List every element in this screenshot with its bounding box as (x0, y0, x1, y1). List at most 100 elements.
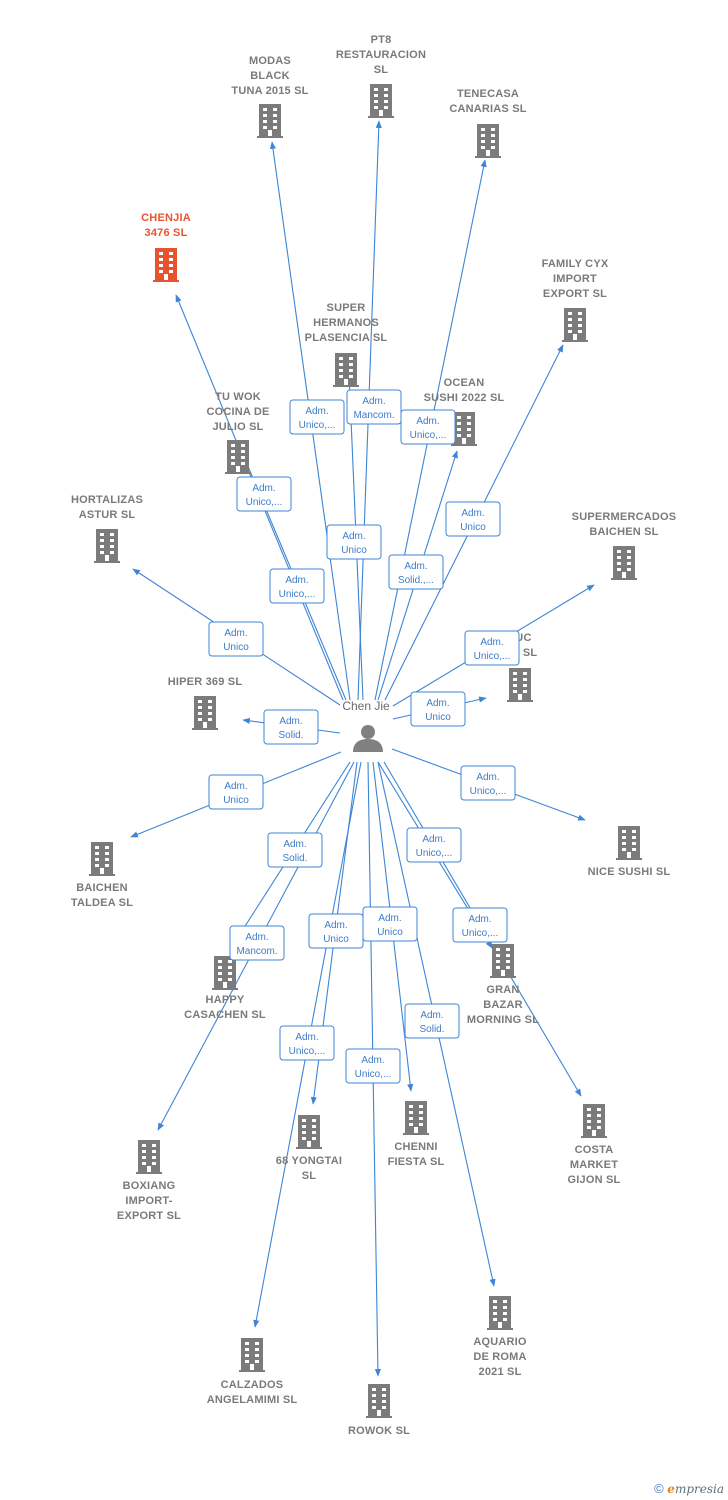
company-label-line: CANARIAS SL (449, 103, 526, 115)
role-text: Adm. (422, 834, 445, 845)
company-label-line: CALZADOS (221, 1379, 284, 1391)
building-icon (333, 353, 359, 387)
role-badge-calzados[interactable]: Adm.Unico,... (279, 1025, 335, 1061)
role-badge-aquario[interactable]: Adm.Solid. (404, 1003, 460, 1039)
role-badge-super[interactable]: Adm.Unico (326, 524, 382, 560)
role-badge-tuwok[interactable]: Adm.Unico,... (269, 568, 325, 604)
company-node-hiper[interactable]: HIPER 369 SL (168, 676, 243, 730)
role-text: Adm. (285, 575, 308, 586)
center-person-name: Chen Jie (342, 699, 390, 713)
building-icon (611, 546, 637, 580)
role-text: Solid. (278, 730, 303, 741)
company-label-line: IMPORT (553, 273, 597, 285)
building-icon (257, 104, 283, 138)
company-label-line: MORNING SL (467, 1014, 539, 1026)
company-label-line: COCINA DE (206, 406, 269, 418)
role-text: Unico,... (474, 651, 511, 662)
role-text: Adm. (378, 913, 401, 924)
role-badge-ocean[interactable]: Adm.Solid.,... (388, 554, 444, 590)
building-icon (616, 826, 642, 860)
person-icon (353, 725, 383, 752)
building-icon (225, 440, 251, 474)
role-text: Solid. (282, 853, 307, 864)
company-label-line: SL (302, 1170, 317, 1182)
role-badge-chenni[interactable]: Adm.Unico (362, 906, 418, 942)
role-badge-yongtai[interactable]: Adm.Unico (308, 913, 364, 949)
footer-brand: © empresia (654, 1481, 724, 1496)
company-label-line: PLASENCIA SL (305, 332, 388, 344)
role-text: Unico,... (462, 928, 499, 939)
role-badge-happy[interactable]: Adm.Mancom. (229, 925, 285, 961)
role-badge-pt8[interactable]: Adm.Mancom. (346, 389, 402, 425)
role-badge-chenjia[interactable]: Adm.Unico,... (236, 476, 292, 512)
role-badge-hortalizas[interactable]: Adm.Unico (208, 621, 264, 657)
role-badge-supermercados[interactable]: Adm.Unico,... (464, 630, 520, 666)
role-text: Unico (323, 934, 349, 945)
building-icon (366, 1384, 392, 1418)
role-text: Solid.,... (398, 575, 434, 586)
building-icon (94, 529, 120, 563)
company-label-line: SUSHI 2022 SL (424, 392, 505, 404)
role-badge-luc[interactable]: Adm.Unico (410, 691, 466, 727)
company-node-rowok[interactable]: ROWOK SL (348, 1384, 410, 1437)
company-label-line: COSTA (575, 1144, 614, 1156)
company-label-line: BAICHEN SL (589, 526, 658, 538)
company-label-line: GIJON SL (568, 1174, 621, 1186)
building-icon (368, 84, 394, 118)
company-label-line: CHENNI (394, 1141, 437, 1153)
role-badge-costa[interactable]: Adm. Unico,... (406, 827, 462, 863)
role-badge-family[interactable]: Adm.Unico (445, 501, 501, 537)
role-text: Adm. (224, 628, 247, 639)
role-text: Adm. (476, 772, 499, 783)
role-badge-tenecasa[interactable]: Adm.Unico,... (400, 409, 456, 445)
company-label-line: SL (374, 64, 389, 76)
building-icon (403, 1101, 429, 1135)
role-text: Adm. (361, 1055, 384, 1066)
role-text: Unico,... (410, 430, 447, 441)
role-text: Adm. (252, 483, 275, 494)
role-badge-hiper[interactable]: Adm.Solid. (263, 709, 319, 745)
company-label-line: BAICHEN (76, 882, 128, 894)
company-node-baichen[interactable]: BAICHEN TALDEA SL (71, 842, 133, 909)
role-badge-nice[interactable]: Adm.Unico,... (460, 765, 516, 801)
building-icon (581, 1104, 607, 1138)
building-icon (136, 1140, 162, 1174)
company-node-nice[interactable]: NICE SUSHI SL (588, 826, 671, 878)
building-icon (239, 1338, 265, 1372)
role-badge-rowok[interactable]: Adm.Unico,... (345, 1048, 401, 1084)
center-person[interactable]: Chen Jie (342, 699, 390, 752)
role-badge-baichen[interactable]: Adm.Unico (208, 774, 264, 810)
role-badge-gran[interactable]: Adm.Unico,... (452, 907, 508, 943)
company-label-line: CHENJIA (141, 212, 191, 224)
company-label-line: TALDEA SL (71, 897, 133, 909)
role-text: Adm. (295, 1032, 318, 1043)
role-text: Adm. (420, 1010, 443, 1021)
role-badge-boxiang[interactable]: Adm.Solid. (267, 832, 323, 868)
role-text: Unico,... (416, 848, 453, 859)
role-badge-modas[interactable]: Adm.Unico,... (289, 399, 345, 435)
company-label-line: PT8 (371, 34, 392, 46)
